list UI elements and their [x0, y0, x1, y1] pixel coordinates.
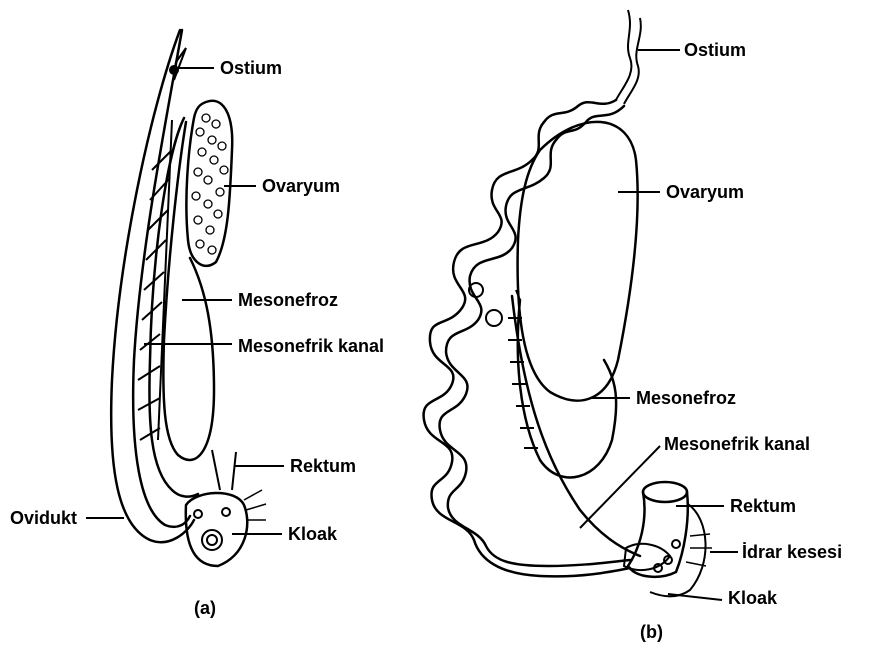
diagram-a: Ostium Ovaryum Mesonefroz Mesonefrik kan…	[10, 30, 384, 618]
label-a-ostium: Ostium	[220, 58, 282, 78]
ostium-b-shape	[616, 10, 641, 104]
caption-b: (b)	[640, 622, 663, 642]
label-b-rektum: Rektum	[730, 496, 796, 516]
label-b-mesonefroz: Mesonefroz	[636, 388, 736, 408]
diagram-b: Ostium Ovaryum Mesonefroz Mesonefrik kan…	[424, 10, 843, 642]
mesonephric-duct-b-shape	[512, 296, 640, 556]
label-b-mesonefrik-kanal: Mesonefrik kanal	[664, 434, 810, 454]
label-b-ovarium: Ovaryum	[666, 182, 744, 202]
mesonephros-a-shape	[138, 118, 214, 497]
rectum-a-shape	[212, 450, 266, 520]
label-a-ovarium: Ovaryum	[262, 176, 340, 196]
label-b-ostium: Ostium	[684, 40, 746, 60]
label-a-mesonefrik-kanal: Mesonefrik kanal	[238, 336, 384, 356]
caption-a: (a)	[194, 598, 216, 618]
label-a-ovidukt: Ovidukt	[10, 508, 77, 528]
label-a-kloak: Kloak	[288, 524, 338, 544]
mesonephros-b-shape	[508, 290, 616, 477]
ovary-a-shape	[186, 101, 232, 266]
cloaca-a-shape	[186, 493, 247, 566]
label-a-rektum: Rektum	[290, 456, 356, 476]
oviduct-b-shape	[424, 100, 630, 576]
label-b-idrar-kesesi: İdrar kesesi	[742, 542, 842, 562]
ovary-b-shape	[518, 122, 638, 401]
cloaca-b-shape	[624, 482, 712, 596]
label-a-mesonefroz: Mesonefroz	[238, 290, 338, 310]
label-b-kloak: Kloak	[728, 588, 778, 608]
